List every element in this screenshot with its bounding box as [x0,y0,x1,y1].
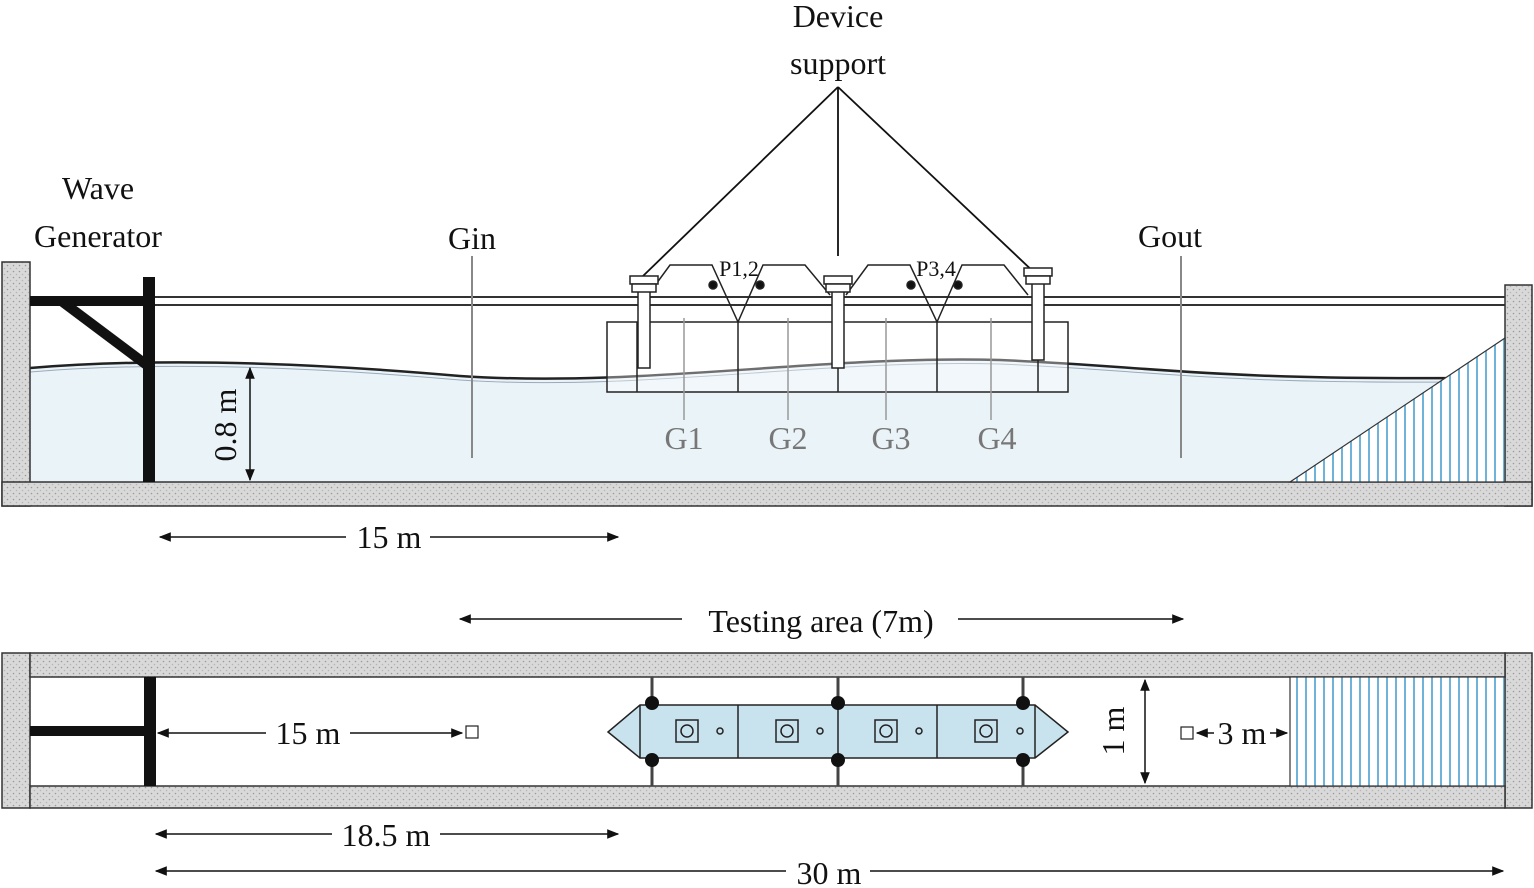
plan-right-wall [1504,652,1533,809]
side-view [1,86,1533,542]
label-depth: 0.8 m [207,388,243,461]
label-18-5m-group: 18.5 m [332,817,440,853]
side-right-wall [1504,284,1533,507]
side-beach-absorber [1288,336,1506,483]
label-18-5m: 18.5 m [342,817,431,853]
label-testing-area-group: Testing area (7m) [682,602,958,639]
plan-view [1,652,1533,876]
label-device-support-2: support [790,45,886,81]
device-plan [606,696,1070,767]
label-g2: G2 [768,420,807,456]
label-30m: 30 m [797,855,862,888]
label-15m-side-group: 15 m [346,519,430,555]
plan-gauge-gout [1180,726,1194,740]
device-support-lines [642,86,1039,277]
label-device-support-1: Device [793,0,884,34]
label-testing-area: Testing area (7m) [708,603,933,639]
water-surface [29,358,1471,380]
plan-top-wall [29,652,1506,678]
label-wave-generator-1: Wave [62,170,134,206]
label-1m: 1 m [1095,706,1131,755]
label-gout: Gout [1138,218,1202,254]
label-15m-plan-group: 15 m [266,715,350,751]
plan-beach-absorber [1289,676,1506,787]
label-g4: G4 [977,420,1016,456]
label-15m-side: 15 m [357,519,422,555]
label-15m-plan: 15 m [276,715,341,751]
label-30m-group: 30 m [786,855,870,888]
plan-left-wall [1,652,31,809]
labels: Device support Wave Generator Gin Gout P… [34,0,1267,888]
label-gin: Gin [448,220,496,256]
label-p34: P3,4 [916,256,956,281]
label-g1: G1 [664,420,703,456]
wave-generator-paddle [30,277,155,482]
label-wave-generator-2: Generator [34,218,162,254]
label-3m: 3 m [1218,715,1267,751]
side-floor [1,481,1533,507]
plan-gauge-gin [465,725,479,739]
side-left-wall [1,261,31,507]
support-posts [629,267,1053,369]
label-p12: P1,2 [719,256,759,281]
label-g3: G3 [871,420,910,456]
water-body [30,359,1470,482]
plan-bottom-wall [29,785,1506,809]
